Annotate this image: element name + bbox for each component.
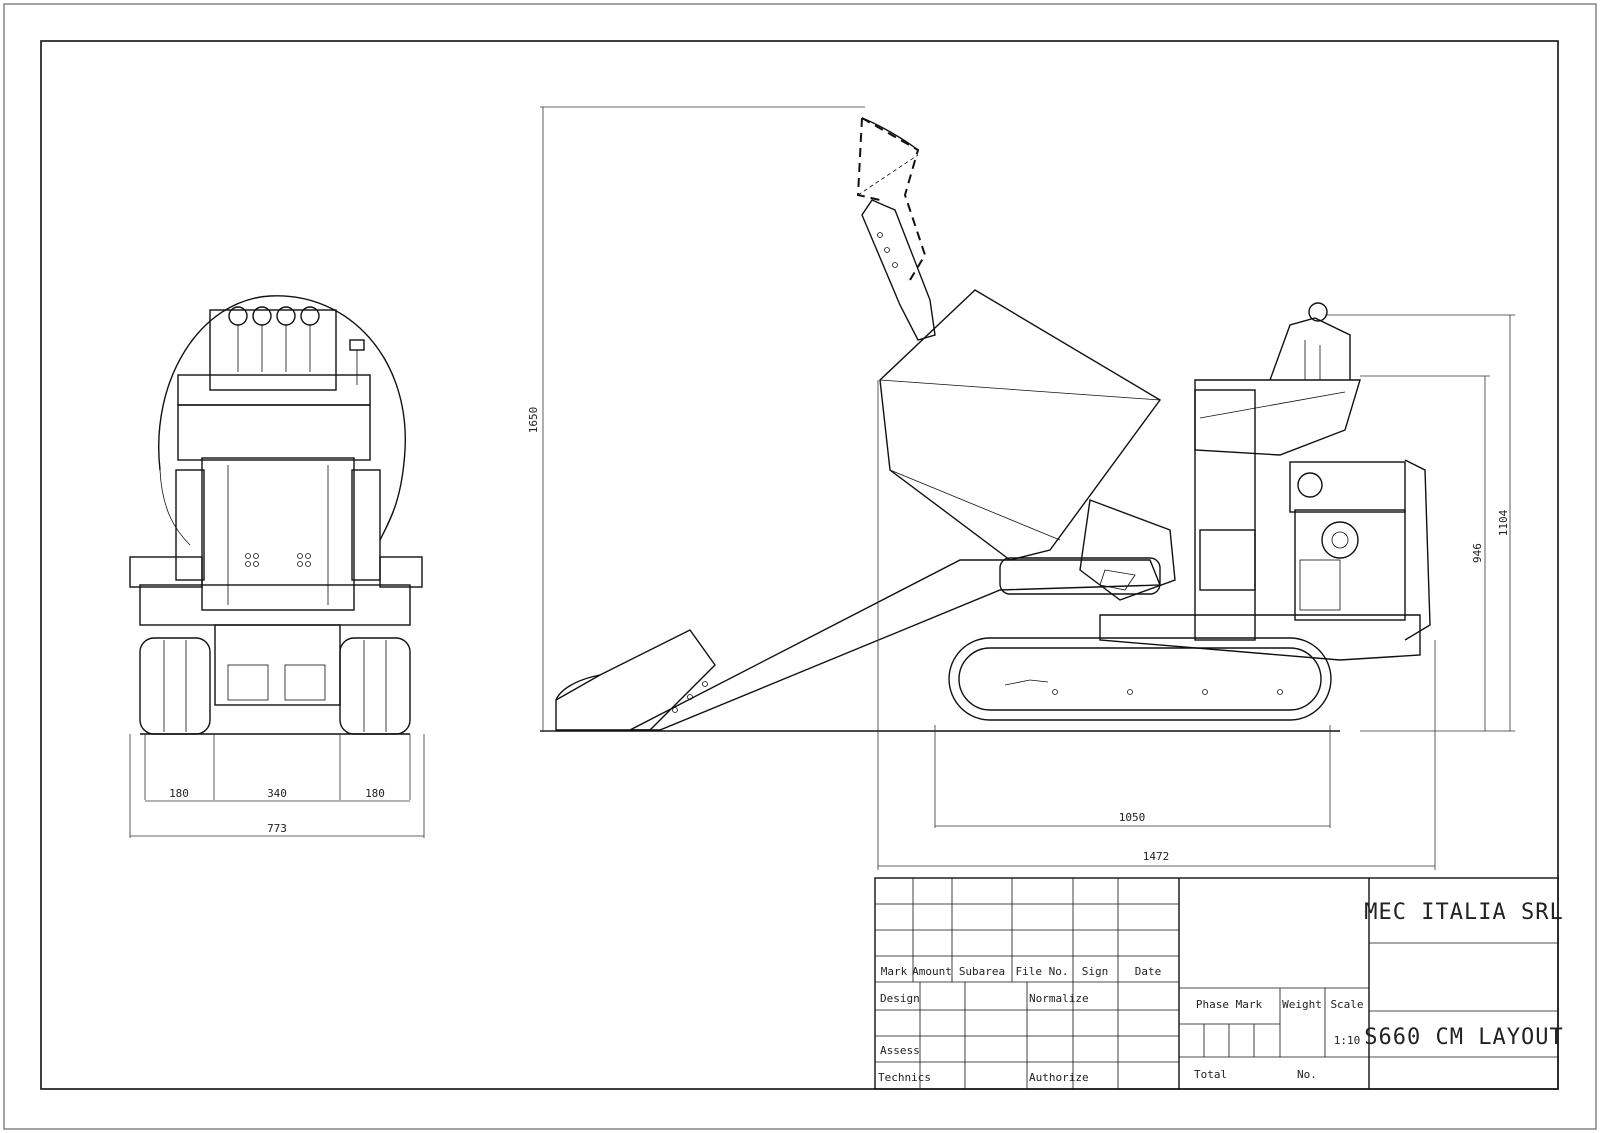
drawing-frame [40,40,1559,1090]
row-authorize: Authorize [1029,1071,1089,1084]
no-label: No. [1297,1068,1317,1081]
dim-track-length: 1050 [1119,811,1146,824]
dim-overall-width: 773 [267,822,287,835]
dim-overall-height: 1650 [527,407,540,434]
dim-right-track: 180 [365,787,385,800]
company-name: MEC ITALIA SRL [1364,900,1563,925]
header-mark: Mark [881,965,908,978]
phase-mark-label: Phase Mark [1196,998,1263,1011]
weight-label: Weight [1282,998,1322,1011]
row-technics: Technics [878,1071,931,1084]
front-view-dimensions: 180 340 180 773 [129,734,425,838]
header-file-no: File No. [1016,965,1069,978]
header-date: Date [1135,965,1162,978]
header-subarea: Subarea [959,965,1005,978]
side-view-dimensions: 1650 1050 1472 1104 946 [527,106,1515,870]
header-amount: Amount [912,965,952,978]
dim-height-right: 1104 [1497,509,1510,536]
title-block: Mark Amount Subarea File No. Sign Date D… [874,877,1563,1090]
drawing-title: S660 CM LAYOUT [1364,1025,1563,1050]
total-label: Total [1194,1068,1227,1081]
dim-height-inner: 946 [1471,543,1484,563]
dim-center: 340 [267,787,287,800]
scale-value: 1:10 [1334,1034,1361,1047]
row-design: Design [880,992,920,1005]
front-view [129,295,423,735]
scale-label: Scale [1330,998,1363,1011]
row-normalize: Normalize [1029,992,1089,1005]
dim-overall-length: 1472 [1143,850,1170,863]
row-assess: Assess [880,1044,920,1057]
side-view [540,117,1431,732]
dim-left-track: 180 [169,787,189,800]
sheet-border [3,3,1597,1130]
header-sign: Sign [1082,965,1109,978]
